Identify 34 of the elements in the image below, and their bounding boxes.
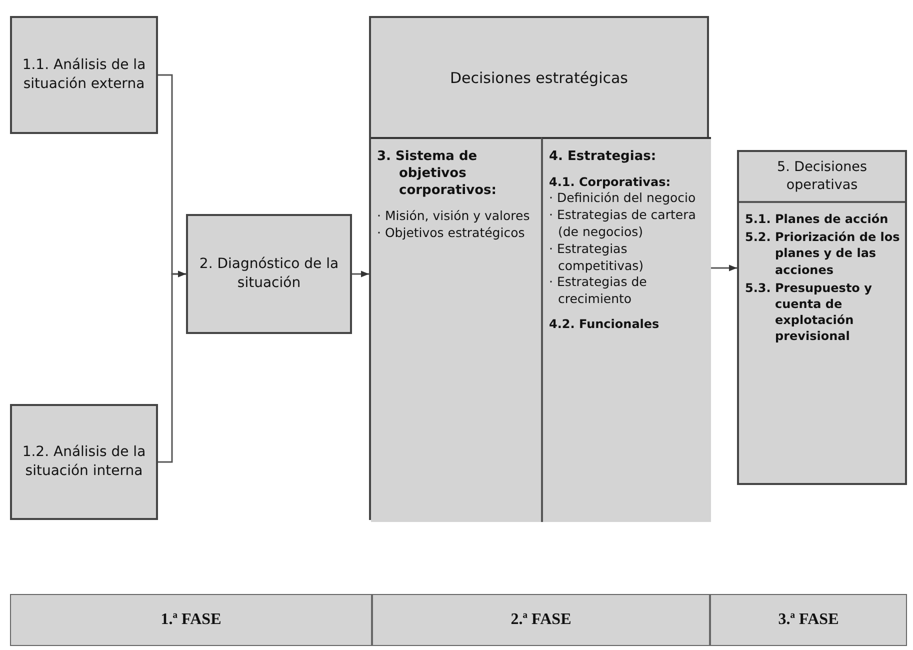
phase-label: 1.ª FASE — [160, 611, 222, 629]
process-box — [737, 150, 907, 485]
subheading: 4.1. Corporativas: — [549, 174, 672, 190]
group-box — [369, 16, 709, 520]
box-label: 2. Diagnóstico de la situación — [198, 255, 340, 293]
process-box — [10, 16, 158, 134]
bullet-item: · Objetivos estratégicos — [377, 224, 526, 242]
phase-cell — [372, 594, 710, 646]
column-heading: 3. Sistema de objetivos corporativos: — [377, 149, 498, 200]
box-label: 1.1. Análisis de la situación externa — [21, 56, 147, 94]
process-box — [186, 214, 352, 334]
connector-arrow — [158, 270, 186, 463]
list-item: 5.3. Presupuesto y cuenta de explotación previsional — [745, 280, 873, 345]
bullet-item: · Misión, visión y valores — [377, 208, 531, 225]
group-title: Decisiones estratégicas — [448, 68, 629, 88]
bullet-item: · Estrategias de crecimiento — [549, 274, 648, 308]
phase-label: 3.ª FASE — [778, 611, 839, 629]
list-item: 5.2. Priorización de los planes y de las acciones — [745, 229, 901, 278]
bullet-item: · Estrategias de cartera (de negocios) — [549, 206, 697, 241]
list-item: 5.1. Planes de acción — [745, 211, 890, 228]
bullet-item: · Estrategias competitivas) — [549, 240, 645, 274]
process-box — [10, 404, 158, 520]
column-panel — [371, 137, 541, 522]
box-label: 1.2. Análisis de la situación interna — [21, 443, 147, 481]
subheading: 4.2. Funcionales — [549, 316, 660, 332]
box-title: 5. Decisiones operativas — [739, 152, 905, 204]
bullet-item: · Definición del negocio — [549, 190, 697, 207]
phase-cell — [10, 594, 372, 646]
phase-cell — [710, 594, 907, 646]
column-heading: 4. Estrategias: — [549, 149, 658, 166]
connector-arrow — [352, 270, 369, 278]
connector-arrow — [709, 264, 737, 272]
column-panel — [541, 137, 711, 522]
phase-label: 2.ª FASE — [510, 611, 572, 629]
